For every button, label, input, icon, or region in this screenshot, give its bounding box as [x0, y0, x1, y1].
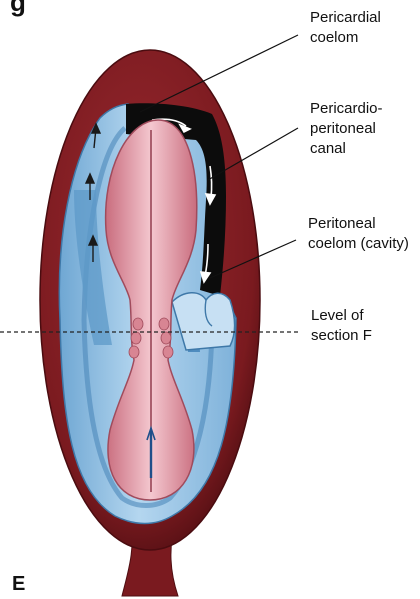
label-pericardial-coelom: Pericardial coelom: [310, 8, 381, 48]
label-level-of-section: Level of section F: [311, 306, 372, 346]
label-top-fragment: g: [10, 0, 26, 16]
label-peritoneal-coelom: Peritoneal coelom (cavity): [308, 214, 409, 254]
panel-letter: E: [12, 573, 25, 596]
label-pericardio-peritoneal-canal: Pericardio- peritoneal canal: [310, 99, 383, 159]
